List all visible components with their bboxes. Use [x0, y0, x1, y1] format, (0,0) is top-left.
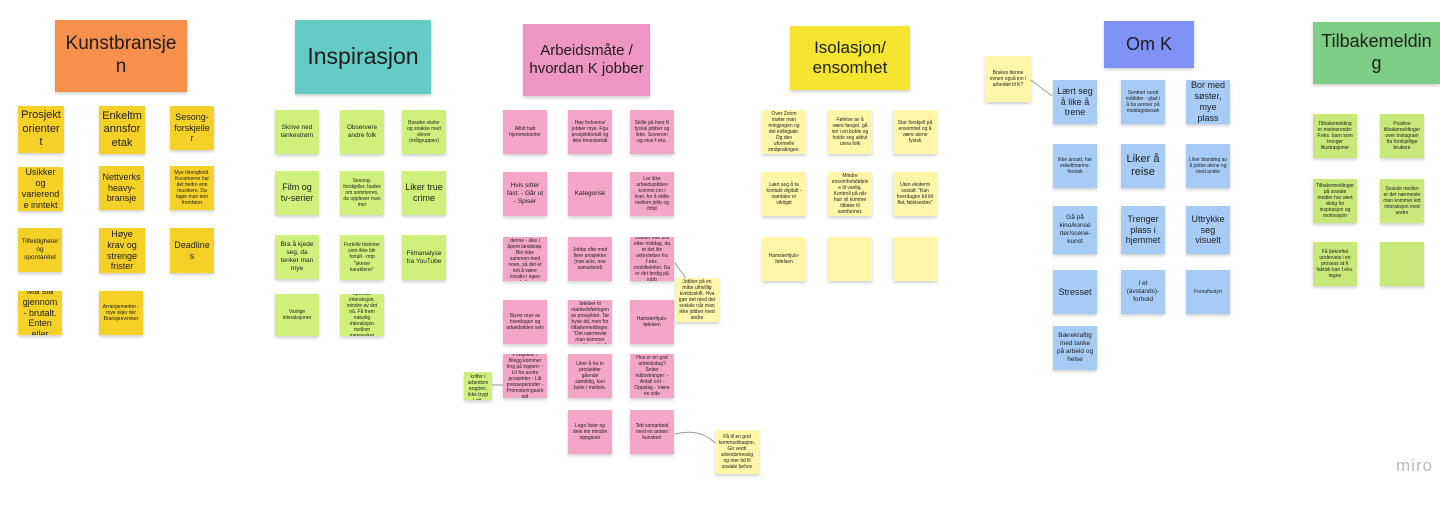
- sticky-note[interactable]: Fortelle historier som ikke blir fortalt…: [340, 235, 384, 280]
- sticky-note[interactable]: Lært seg å like å trene: [1053, 80, 1097, 124]
- sticky-note[interactable]: Liker å ha to prosjekter gående samtidig…: [568, 354, 612, 398]
- sticky-note[interactable]: Usikker og varierende inntekt: [18, 167, 63, 211]
- empty-sticky-note[interactable]: [1380, 242, 1424, 286]
- sticky-note[interactable]: Jobber ofte bra etter middag, da er det …: [630, 237, 674, 281]
- connector-line: [674, 431, 716, 444]
- sticky-note[interactable]: Sentrert rundt måltider - glad i å ha ve…: [1121, 80, 1165, 124]
- side-comment-note[interactable]: Få til en god kommunikasjon. Gir verdi a…: [715, 430, 759, 474]
- sticky-note[interactable]: Mye tilrengfeldt. Kunstnerne har det bed…: [170, 166, 214, 210]
- sticky-note[interactable]: Ikke ansatt, har enkeltmanns-foretak: [1053, 144, 1097, 188]
- sticky-note[interactable]: Høy frekvens/ jobber mye. Fga prosjektbe…: [568, 110, 612, 154]
- side-comment-note[interactable]: Liker koffer i arbeidsmengden, ikke tryg…: [464, 372, 492, 400]
- miro-logo: miro: [1396, 456, 1434, 475]
- sticky-note[interactable]: Hva er en god arbeidsdag? Setter målsetn…: [630, 354, 674, 398]
- sticky-note[interactable]: Kategorisk: [568, 172, 612, 216]
- sticky-note[interactable]: Sosiale medier er det nærmeste man komme…: [1380, 179, 1424, 223]
- sticky-note[interactable]: Enkeltm annsfor etak: [99, 106, 145, 154]
- sticky-note[interactable]: Positive tilbakemeldinger over Instagram…: [1380, 114, 1424, 158]
- sticky-note[interactable]: Filmanalyse fra YouTube: [402, 235, 446, 280]
- sticky-note[interactable]: Blandede følelser til markedsføringen av…: [568, 300, 612, 344]
- sticky-note[interactable]: Uten eksternt sosialt: "Kan hverdagen bl…: [893, 172, 937, 216]
- sticky-note[interactable]: Prosjekter i tillegg kommer ting på topp…: [503, 354, 547, 398]
- sticky-note[interactable]: Mindre ensomhetsfølelse til vanlig. Kont…: [828, 172, 872, 216]
- sticky-note[interactable]: Arrangementer - mye skjer der Bransjeeve…: [99, 291, 143, 335]
- header-tilbakemelding[interactable]: Tilbakemelding: [1313, 22, 1440, 84]
- sticky-note[interactable]: Prosjekt orienter t: [18, 106, 64, 153]
- sticky-note[interactable]: Over Zoom møter man mingjingen og det ko…: [762, 110, 806, 154]
- connector-line: [1030, 79, 1053, 97]
- sticky-note[interactable]: Sesong-forskjeller, bades om sommeren, d…: [340, 171, 384, 215]
- sticky-note[interactable]: Hamsterhjuls-følelsen: [762, 237, 806, 281]
- sticky-note[interactable]: Besøke skoler og snakke med elever (målg…: [402, 110, 446, 154]
- sticky-note[interactable]: Stresset: [1053, 270, 1097, 314]
- sticky-note[interactable]: Få bekreftet underveis i en prosess at K…: [1313, 242, 1357, 286]
- empty-sticky-note[interactable]: [893, 237, 937, 281]
- header-om-k[interactable]: Om K: [1104, 21, 1194, 68]
- sticky-note[interactable]: Tilfeldigheter og spontanitet: [18, 228, 62, 272]
- sticky-note[interactable]: Høye krav og strenge frister: [99, 228, 145, 273]
- sticky-note[interactable]: Fornuftsstyrt: [1186, 270, 1230, 314]
- sticky-note[interactable]: Bor med søster, mye plass: [1186, 80, 1230, 124]
- sticky-note[interactable]: Skille på hvor K fysisk jobber og ikke. …: [630, 110, 674, 154]
- sticky-note[interactable]: Lage lister og dele inn mindre oppgaver: [568, 410, 612, 454]
- sticky-note[interactable]: I et (avstands)-forhold: [1121, 270, 1165, 314]
- sticky-note[interactable]: Jobbe ofte med flere prosjekter (noe sol…: [568, 237, 612, 281]
- sticky-note[interactable]: Deadlines: [170, 228, 214, 273]
- sticky-note[interactable]: Skrive ned tankestrøm: [275, 110, 319, 154]
- sticky-note[interactable]: Alltid hatt hjemmekontor: [503, 110, 547, 154]
- sticky-note[interactable]: Må slå gjennom - brutalt. Enten eller: [18, 291, 62, 335]
- empty-sticky-note[interactable]: [828, 237, 872, 281]
- sticky-note[interactable]: Styrer mye av hverdagen og arbeidstiden …: [503, 300, 547, 344]
- header-isolasjon[interactable]: Isolasjon/ ensomhet: [790, 26, 910, 90]
- sticky-note[interactable]: Hvis sitter fast: - Går ut - Spiser: [503, 172, 547, 216]
- sticky-note[interactable]: Vanlige interaksjoner: [275, 294, 319, 336]
- sticky-note[interactable]: Trenger plass i hjemmet: [1121, 206, 1165, 254]
- sticky-note[interactable]: Sesong-forskjeller: [170, 106, 214, 150]
- header-arbeidsmate[interactable]: Arbeidsmåte / hvordan K jobber: [523, 24, 650, 96]
- sticky-note[interactable]: Stor forskjell på ensomhet og å være ale…: [893, 110, 937, 154]
- sticky-note[interactable]: Liker å reise: [1121, 144, 1165, 188]
- sticky-note[interactable]: Bærekraftig med tanke på arbeid og helse: [1053, 326, 1097, 370]
- sticky-note[interactable]: Følelse av å være fanget, gå inn i en bo…: [828, 110, 872, 154]
- sticky-note[interactable]: Nettverks heavy-bransje: [99, 166, 144, 210]
- header-kunstbransjen[interactable]: Kunstbransjen: [55, 20, 187, 92]
- sticky-note[interactable]: Gå på kino/konse rter/scene-kunst: [1053, 206, 1097, 254]
- sticky-note[interactable]: Lært seg å ta kontakt digitalt - samtale…: [762, 172, 806, 216]
- sticky-note[interactable]: Tilbakemelding er motiverende: F.eks. ba…: [1313, 114, 1357, 158]
- sticky-note[interactable]: Film og tv-serier: [275, 171, 319, 215]
- sticky-note[interactable]: Liker blanding av å jobbe alene og med a…: [1186, 144, 1230, 188]
- sticky-note[interactable]: Tilbakemeldinger på sosiale medier har v…: [1313, 179, 1357, 223]
- sticky-note[interactable]: Bra å kjede seg, da tenker man mye: [275, 235, 319, 279]
- sticky-note[interactable]: Lar ikke arbeidsjobben komme inn i livet…: [630, 172, 674, 216]
- side-comment-note[interactable]: Jobber på en måte ufrivillig kveldsskift…: [675, 278, 719, 322]
- header-inspirasjon[interactable]: Inspirasjon: [295, 20, 431, 94]
- sticky-note[interactable]: Hamsterhjuls-følelsen: [630, 300, 674, 344]
- sticky-note[interactable]: Jobber best denne - ikke i åpent landska…: [503, 237, 547, 281]
- side-comment-note[interactable]: Brukes denne evnen også inn i arbeidet t…: [985, 56, 1031, 102]
- sticky-note[interactable]: Liker true crime: [402, 171, 446, 215]
- sticky-note[interactable]: Observere andre folk: [340, 110, 384, 154]
- sticky-note[interactable]: Spontan interaksjon, mindre av det nå. F…: [340, 294, 384, 336]
- sticky-note[interactable]: Uttrykke seg visuelt: [1186, 206, 1230, 254]
- sticky-note[interactable]: Tett samarbeid med en annen kunstner: [630, 410, 674, 454]
